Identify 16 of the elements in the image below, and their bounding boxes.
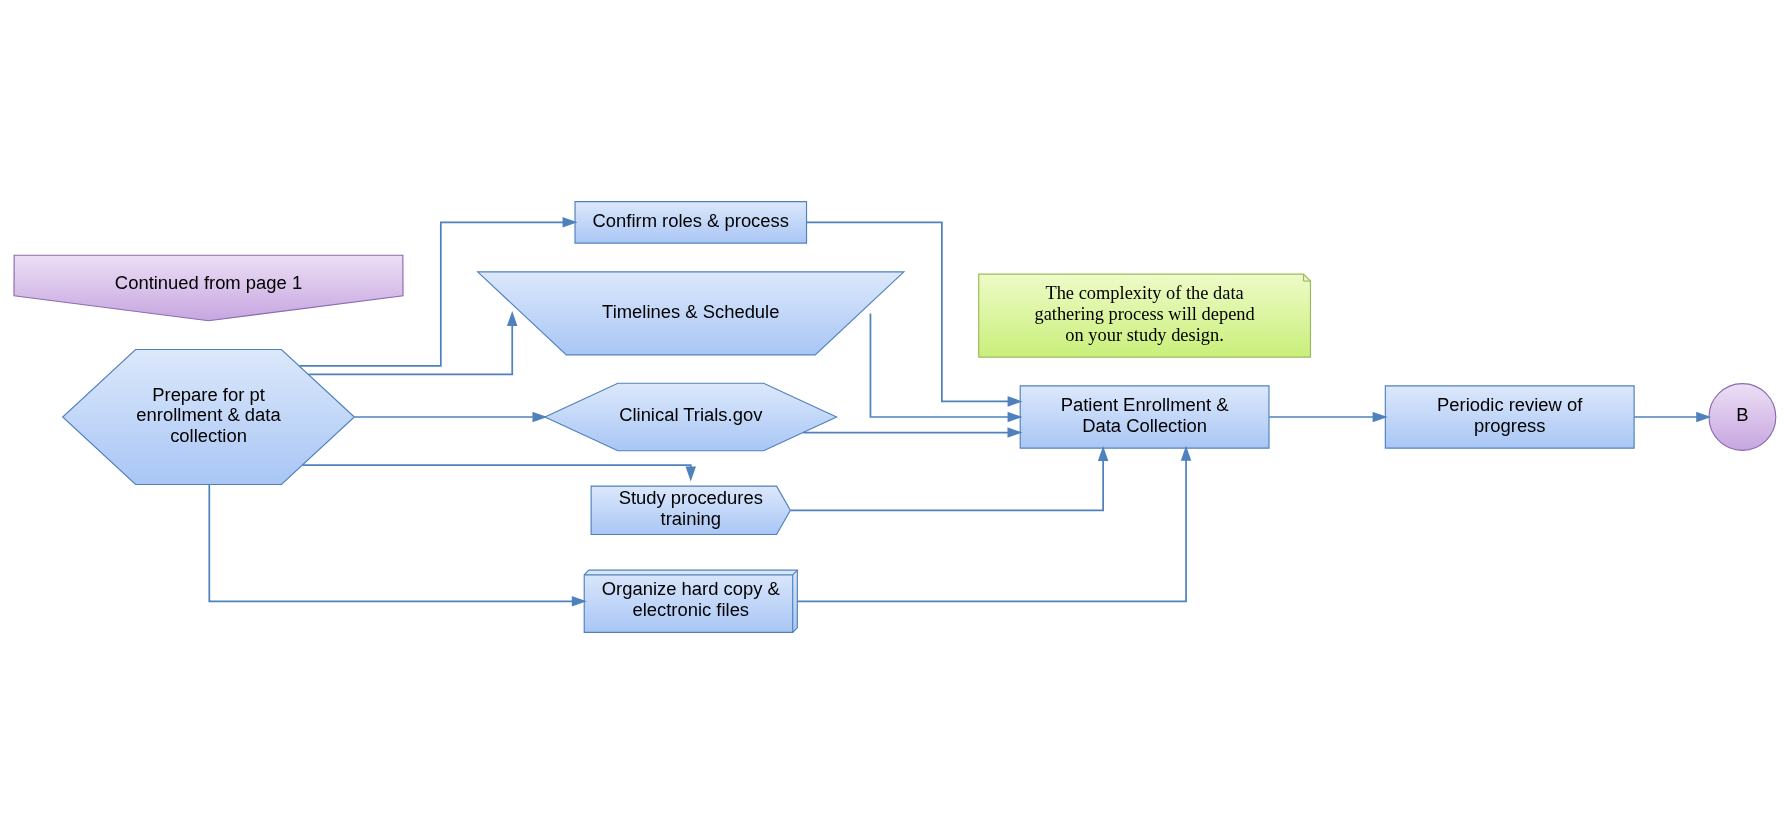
node-box: Patient Enrollment & Data Collection <box>1019 384 1270 449</box>
arrow <box>301 463 696 481</box>
arrow <box>1633 411 1712 422</box>
arrow <box>869 312 1023 422</box>
arrow <box>307 310 518 375</box>
arrow <box>802 426 1023 438</box>
arrow <box>298 216 578 367</box>
arrow <box>796 445 1192 602</box>
arrow <box>789 445 1109 511</box>
node-circle: B <box>1708 382 1777 451</box>
arrow <box>353 411 548 422</box>
node-box: Periodic review of progress <box>1384 384 1635 449</box>
arrow <box>208 483 587 607</box>
node-box: Confirm roles & process <box>574 200 808 244</box>
arrow <box>1268 411 1388 422</box>
arrow <box>805 220 1023 407</box>
